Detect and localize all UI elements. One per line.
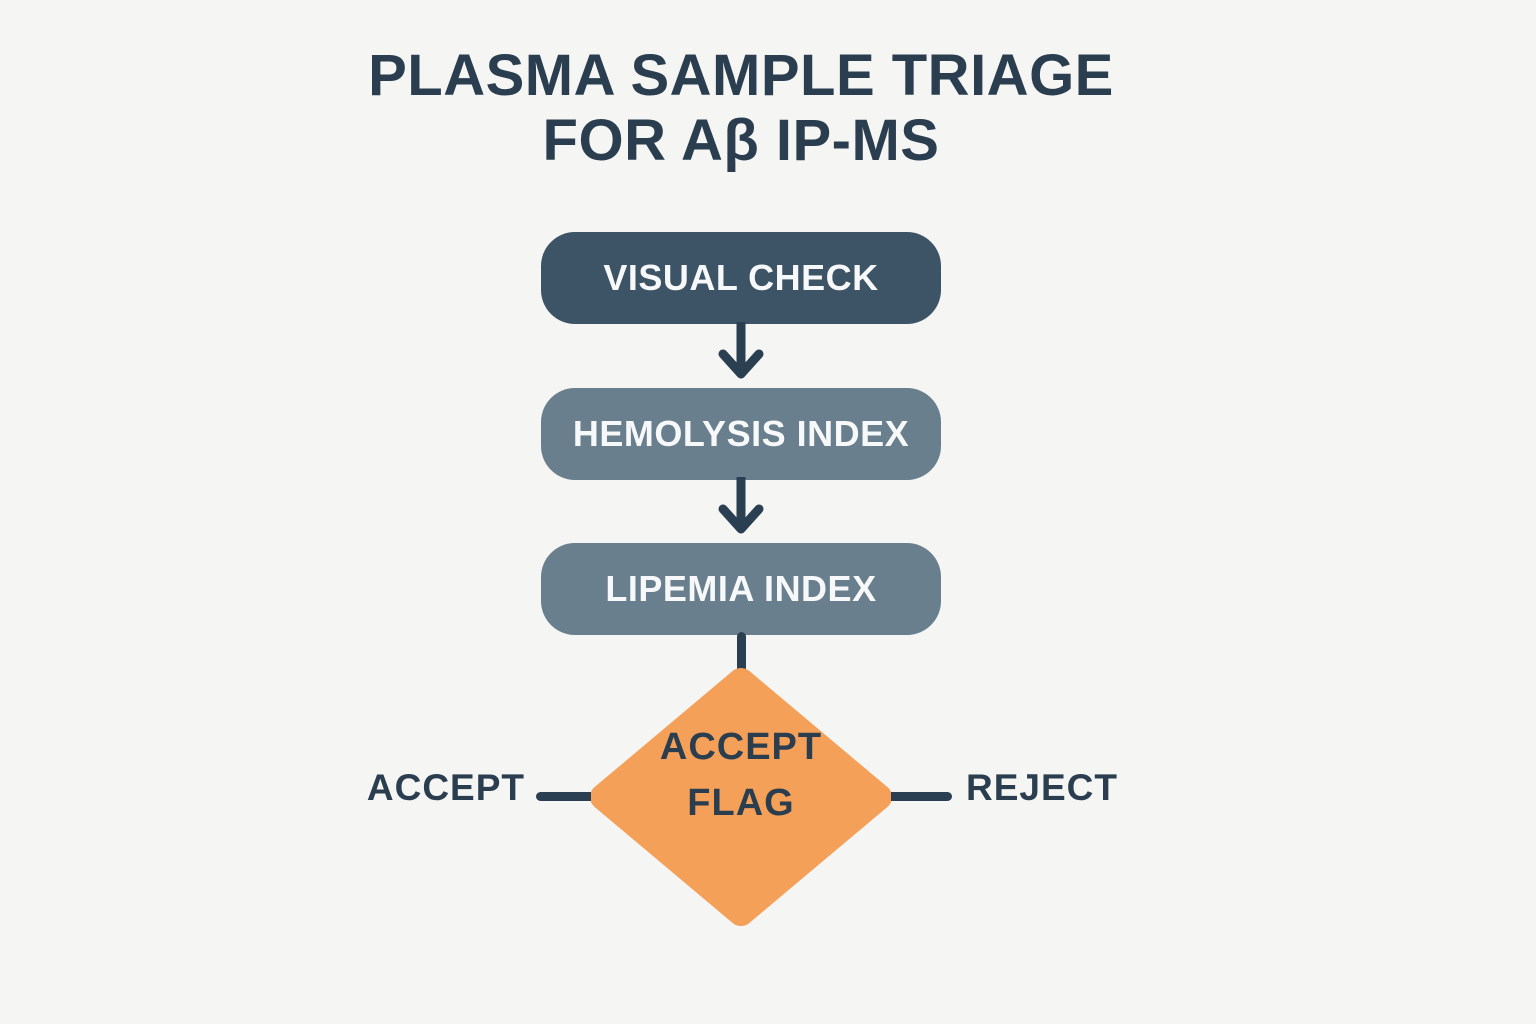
node-visual-check-label: VISUAL CHECK — [603, 257, 879, 298]
connector-decision-to-accept — [536, 792, 602, 801]
connector-lipemia-to-decision — [737, 632, 746, 682]
accept-flag-line-2: FLAG — [687, 782, 795, 824]
connector-decision-to-reject — [878, 792, 952, 801]
node-lipemia-index-label: LIPEMIA INDEX — [605, 568, 877, 609]
down-arrow-icon — [718, 477, 764, 534]
node-visual-check: VISUAL CHECK — [541, 232, 941, 324]
decision-diamond-shape — [591, 668, 891, 926]
node-lipemia-index: LIPEMIA INDEX — [541, 543, 941, 635]
node-accept-flag-decision: ACCEPT FLAG — [591, 667, 891, 927]
node-hemolysis-index-label: HEMOLYSIS INDEX — [572, 413, 910, 454]
accept-flag-line-1: ACCEPT — [659, 726, 823, 768]
diagram-title: PLASMA SAMPLE TRIAGE FOR Aβ IP-MS — [0, 43, 1482, 174]
down-arrow-icon — [718, 322, 764, 379]
node-hemolysis-index: HEMOLYSIS INDEX — [541, 388, 941, 480]
node-accept-flag-label: ACCEPT FLAG — [591, 719, 891, 831]
branch-label-reject: REJECT — [966, 767, 1118, 808]
branch-label-accept: ACCEPT — [366, 767, 525, 808]
title-line-1: PLASMA SAMPLE TRIAGE — [368, 43, 1114, 108]
title-line-2: FOR Aβ IP-MS — [542, 107, 940, 173]
